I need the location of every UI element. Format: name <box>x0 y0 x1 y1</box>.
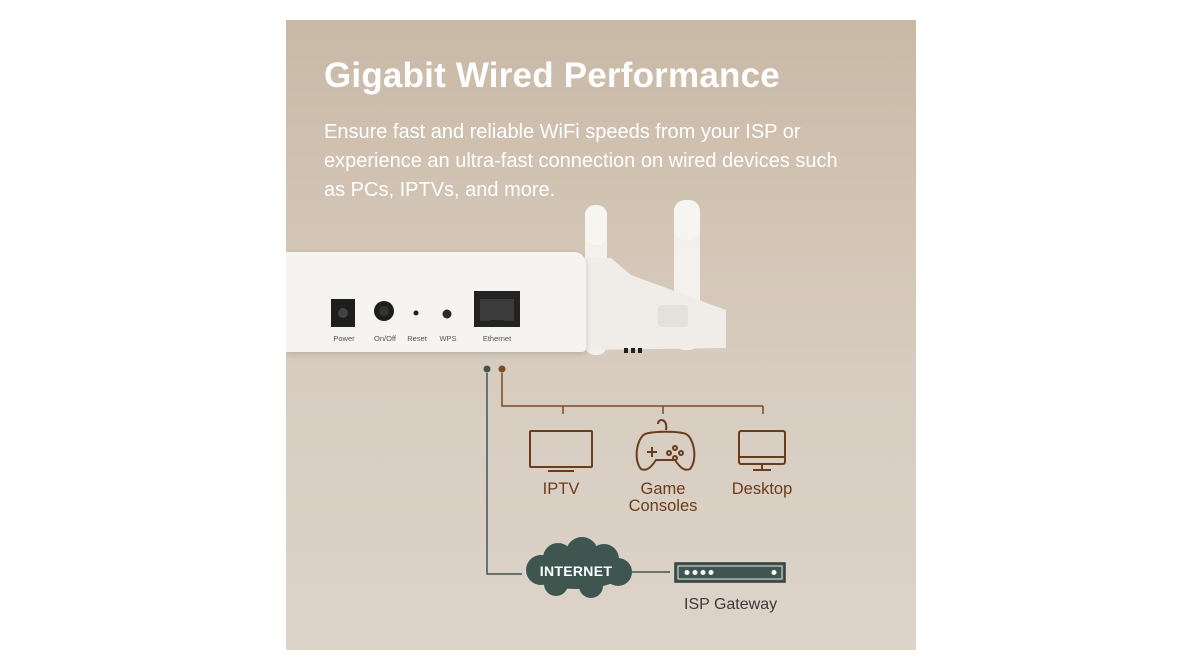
wan-connection-lines <box>486 373 670 575</box>
port-label-on-off: On/Off <box>374 334 396 343</box>
lan-connection-lines <box>501 373 764 414</box>
device-label-game-line2: Consoles <box>628 497 698 515</box>
port-label-wps: WPS <box>439 334 457 343</box>
page-title: Gigabit Wired Performance <box>324 56 780 95</box>
device-label-iptv: IPTV <box>542 480 580 498</box>
port-label-power: Power <box>333 334 355 343</box>
wps-button-icon <box>442 309 452 319</box>
device-label-game-line1: Game <box>640 480 686 498</box>
device-label-game-consoles: Game Consoles <box>616 481 710 515</box>
isp-gateway-icon <box>674 562 786 583</box>
isp-gateway-label: ISP Gateway <box>684 596 778 613</box>
device-label-desktop: Desktop <box>731 480 793 498</box>
game-controller-icon <box>635 419 696 471</box>
lan-connector-dot <box>498 365 506 373</box>
port-label-reset: Reset <box>407 334 427 343</box>
internet-cloud-icon <box>526 537 632 598</box>
wan-connector-dot <box>483 365 491 373</box>
internet-label: INTERNET <box>539 563 613 579</box>
router-side <box>586 258 726 350</box>
feature-description: Ensure fast and reliable WiFi speeds fro… <box>324 121 838 201</box>
product-feature-panel: Gigabit Wired Performance Ensure fast an… <box>286 20 916 650</box>
desktop-monitor-icon <box>738 430 786 471</box>
tv-icon <box>529 430 593 472</box>
antenna-hinge <box>658 305 688 327</box>
port-label-ethernet: Ethernet <box>482 334 512 343</box>
network-diagram <box>585 200 726 355</box>
reset-hole-icon <box>413 310 419 316</box>
